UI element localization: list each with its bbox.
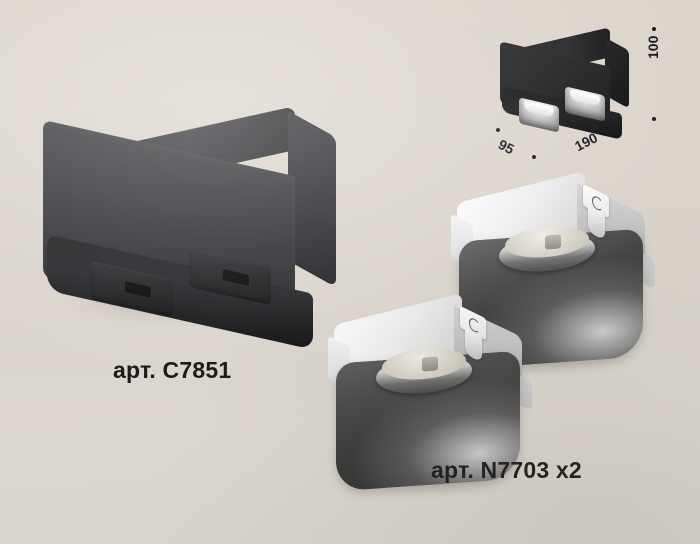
caption-grey-modules: арт. N7703 x2 [431,457,582,483]
product-small-black-fixture [497,27,633,140]
module-upper-lens-tab [545,234,561,250]
dimension-marker-depth-end [532,155,536,159]
dimension-label-height: 100 [645,35,661,59]
module-lower-lens-tab [422,356,438,372]
caption-large-fixture: арт. C7851 [113,357,232,383]
product-grey-module-lower [324,293,542,510]
product-large-black-fixture [43,106,336,350]
fixture-large-side-face [288,110,336,288]
dimension-marker-depth-start [496,128,500,132]
dimension-marker-height-bottom [652,117,656,121]
dimension-marker-height-top [652,27,656,31]
